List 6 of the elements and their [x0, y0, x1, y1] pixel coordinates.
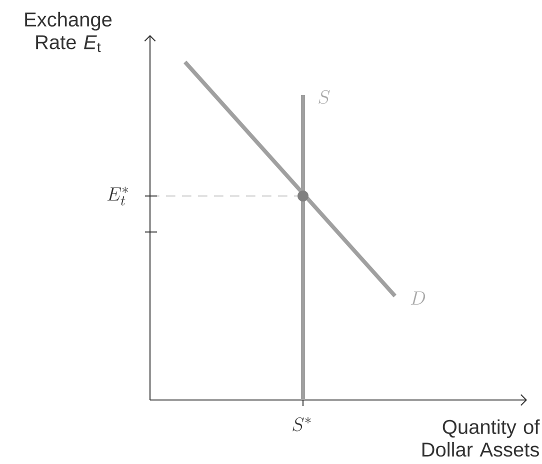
- curve-label: $S$: [318, 90, 330, 104]
- axis-label: Quantity of Dollar Assets: [422, 419, 540, 457]
- tick-label: $E_t^*$: [107, 186, 128, 206]
- tick-label: $S^*$: [292, 417, 311, 432]
- axis-label: Exchange Rate E$_{t}$: [25, 12, 112, 52]
- curve-label: $D$: [410, 291, 426, 305]
